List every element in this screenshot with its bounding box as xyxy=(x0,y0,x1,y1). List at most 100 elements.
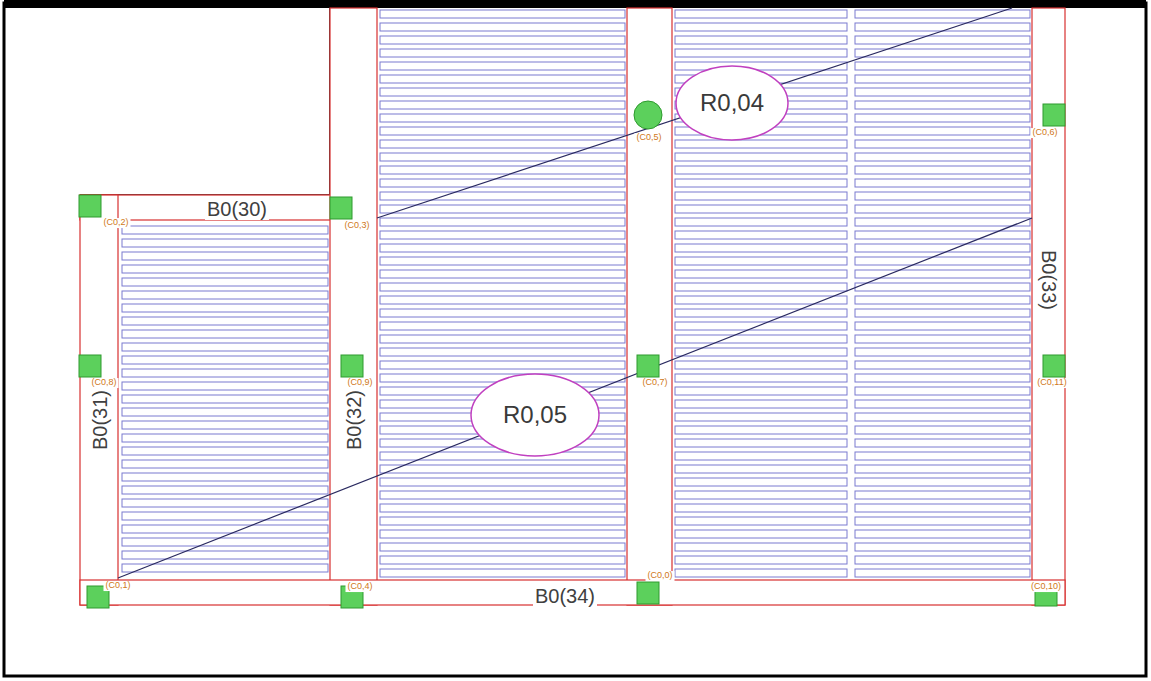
joist xyxy=(122,551,328,559)
joist xyxy=(380,296,625,304)
joist xyxy=(675,62,847,70)
column-label: (C0,6) xyxy=(1030,128,1059,138)
joist xyxy=(675,309,847,317)
joist xyxy=(122,291,328,299)
joist xyxy=(675,491,847,499)
joist xyxy=(122,408,328,416)
beam-label: B0(34) xyxy=(533,585,597,607)
joist xyxy=(122,226,328,234)
joist xyxy=(855,556,1030,564)
joist xyxy=(855,62,1030,70)
joist xyxy=(855,361,1030,369)
joist xyxy=(855,166,1030,174)
joist xyxy=(380,569,625,577)
joist xyxy=(675,166,847,174)
joist xyxy=(122,486,328,494)
joist xyxy=(855,114,1030,122)
joist xyxy=(122,252,328,260)
joist xyxy=(122,564,328,572)
joist xyxy=(675,348,847,356)
beam-label: B0(32) xyxy=(343,388,365,452)
region-ellipse: R0,05 xyxy=(470,373,600,457)
joist xyxy=(122,265,328,273)
joist xyxy=(380,231,625,239)
joist xyxy=(675,504,847,512)
joist xyxy=(855,465,1030,473)
joist xyxy=(675,374,847,382)
joist xyxy=(380,192,625,200)
joist xyxy=(675,140,847,148)
column-label: (C0,4) xyxy=(345,582,374,592)
joist xyxy=(855,569,1030,577)
joist xyxy=(380,452,625,460)
joist xyxy=(855,140,1030,148)
joist xyxy=(855,75,1030,83)
joist xyxy=(855,192,1030,200)
joist xyxy=(855,335,1030,343)
beam xyxy=(80,195,118,605)
joist xyxy=(122,382,328,390)
beam-label: B0(30) xyxy=(205,198,269,220)
joist xyxy=(380,335,625,343)
beam-label: B0(31) xyxy=(89,388,111,452)
joist xyxy=(122,538,328,546)
joist xyxy=(675,10,847,18)
joist xyxy=(122,421,328,429)
joist xyxy=(675,439,847,447)
column-label: (C0,1) xyxy=(103,581,132,591)
joist xyxy=(675,153,847,161)
joist xyxy=(855,23,1030,31)
joist xyxy=(380,153,625,161)
joist xyxy=(855,400,1030,408)
joist xyxy=(380,309,625,317)
column xyxy=(637,355,659,377)
joist xyxy=(122,460,328,468)
joist xyxy=(380,491,625,499)
joist xyxy=(380,556,625,564)
joist xyxy=(855,36,1030,44)
column-label: (C0,10) xyxy=(1029,582,1063,592)
joist xyxy=(675,387,847,395)
joist xyxy=(855,231,1030,239)
joist xyxy=(855,530,1030,538)
span-line xyxy=(118,218,1032,578)
diagonals xyxy=(118,8,1032,578)
beam xyxy=(627,8,672,605)
column xyxy=(341,355,363,377)
joist xyxy=(380,166,625,174)
joist xyxy=(380,504,625,512)
beam xyxy=(1032,8,1065,605)
joist xyxy=(855,426,1030,434)
joist xyxy=(380,127,625,135)
joist xyxy=(675,192,847,200)
column-label: (C0,8) xyxy=(89,378,118,388)
joist xyxy=(380,218,625,226)
joist xyxy=(122,343,328,351)
region-label: R0,04 xyxy=(700,89,764,117)
joist xyxy=(380,10,625,18)
joist xyxy=(675,361,847,369)
joist xyxy=(675,231,847,239)
joist xyxy=(675,413,847,421)
joist xyxy=(855,322,1030,330)
beam xyxy=(80,195,355,220)
column-label: (C0,9) xyxy=(345,378,374,388)
joist xyxy=(380,322,625,330)
joist xyxy=(855,309,1030,317)
joist xyxy=(380,348,625,356)
joist xyxy=(855,127,1030,135)
joist xyxy=(675,556,847,564)
joist xyxy=(380,23,625,31)
joist xyxy=(380,283,625,291)
joist xyxy=(675,465,847,473)
joist xyxy=(675,322,847,330)
joist xyxy=(380,543,625,551)
joist xyxy=(380,478,625,486)
joist xyxy=(380,465,625,473)
joist xyxy=(855,257,1030,265)
region-ellipse: R0,04 xyxy=(675,65,789,141)
joist xyxy=(855,348,1030,356)
column-label: (C0,0) xyxy=(645,571,674,581)
frame-top xyxy=(4,0,1146,8)
